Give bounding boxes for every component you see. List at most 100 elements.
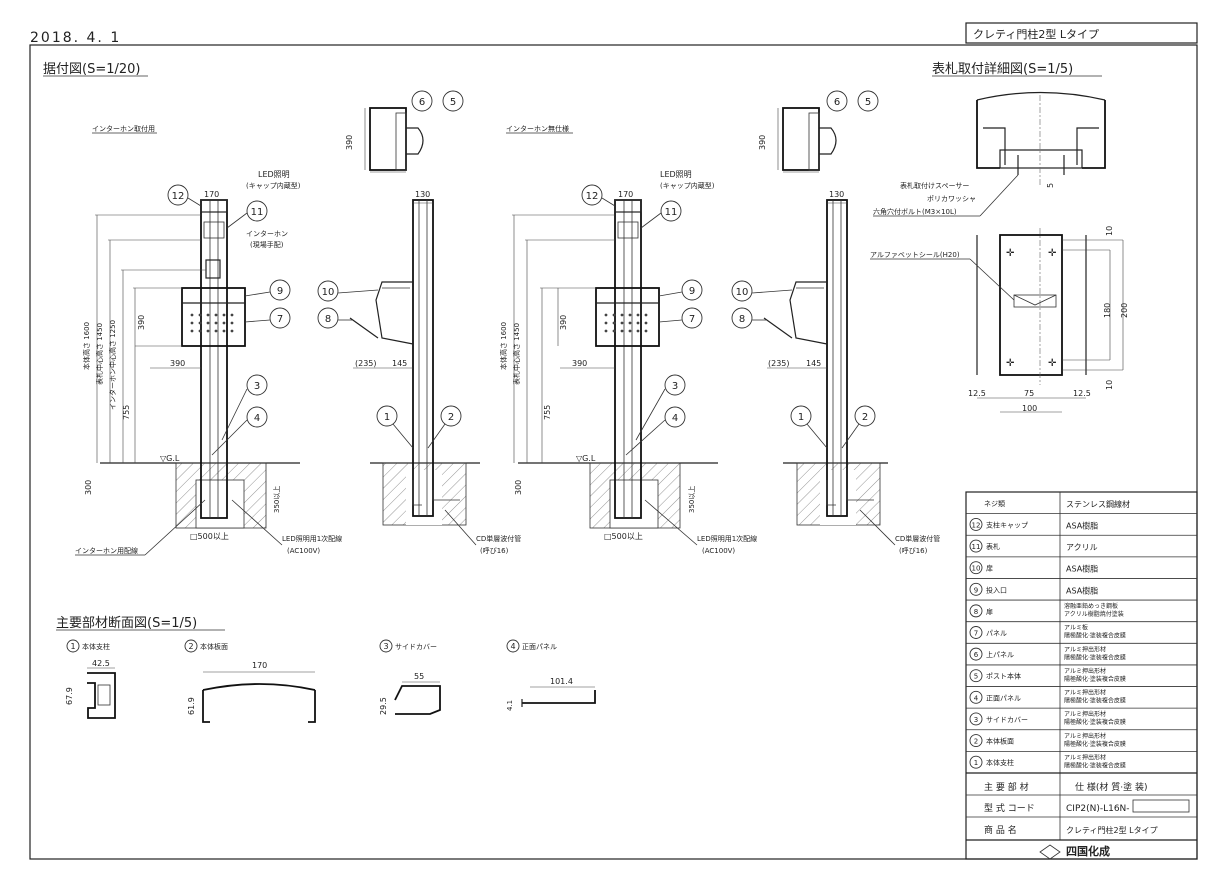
callout-2-right: 2 xyxy=(862,412,868,423)
washer-label: ポリカワッシャ xyxy=(927,195,976,203)
spec-row-part: 上パネル xyxy=(986,650,1014,659)
spec-row-spec: ステンレス鋼線材 xyxy=(1066,499,1130,509)
section-1-label: 本体支柱 xyxy=(82,642,110,651)
spec-row-num: 9 xyxy=(974,586,978,594)
svg-text:✛: ✛ xyxy=(1048,248,1057,259)
section-4-label: 正面パネル xyxy=(522,643,557,651)
left-subtitle: インターホン取付用 xyxy=(92,124,155,133)
dim-170-left: 170 xyxy=(204,190,219,199)
spec-row-spec: ASA樹脂 xyxy=(1066,520,1098,530)
spec-row-num-circle xyxy=(969,669,983,683)
spec-row-num: 4 xyxy=(974,694,979,702)
spec-row-spec: 溶融亜鉛めっき鋼板 xyxy=(1064,602,1118,610)
led-sub-left: (キャップ内蔵型) xyxy=(246,181,301,190)
intercom-label: インターホン xyxy=(246,229,288,238)
spec-row-num-circle xyxy=(969,561,983,575)
spec-row-part: 扉 xyxy=(986,607,993,616)
spec-row-part: 正面パネル xyxy=(986,694,1021,702)
spec-row-part: 投入口 xyxy=(986,585,1007,594)
dim-755-right: 755 xyxy=(543,405,552,420)
callout-8-right: 8 xyxy=(739,314,745,325)
dim-390b-left: 390 xyxy=(137,315,146,330)
dim-145-right: 145 xyxy=(806,359,821,368)
spec-row-num: 12 xyxy=(972,521,981,529)
spec-row-spec: アルミ押出形材 xyxy=(1064,645,1106,653)
spec-table xyxy=(965,491,1198,860)
callout-1-right: 1 xyxy=(798,412,804,423)
svg-text:✛: ✛ xyxy=(1006,358,1015,369)
maker-name: 四国化成 xyxy=(1066,844,1110,858)
spec-row-spec: 陽極酸化·塗装複合皮膜 xyxy=(1064,675,1126,683)
right-front-view xyxy=(512,199,718,529)
dim-350-right: 350以上 xyxy=(687,486,696,513)
dim-1250-left: インターホン中心高さ 1250 xyxy=(108,320,117,410)
sign-detail-top xyxy=(976,91,1106,185)
callout-5-left: 5 xyxy=(450,97,456,108)
dim-10-top: 10 xyxy=(1105,226,1114,236)
intercom-wire-label: インターホン用配線 xyxy=(75,546,138,555)
ac-left: (AC100V) xyxy=(287,547,320,555)
svg-text:✛: ✛ xyxy=(1048,358,1057,369)
date-text: 2018. 4. 1 xyxy=(30,30,121,46)
left-front-view xyxy=(95,199,300,529)
dim-1600-right: 本体高さ 1600 xyxy=(499,322,508,370)
s-dim-170: 170 xyxy=(252,661,267,670)
callout-12-left: 12 xyxy=(172,191,185,202)
spec-row-num: 7 xyxy=(974,630,978,638)
dim-390-left: 390 xyxy=(170,359,185,368)
spec-row-spec: ASA樹脂 xyxy=(1066,585,1098,595)
section-2-num: 2 xyxy=(188,642,193,651)
section-drawings xyxy=(66,639,596,723)
left-side-view xyxy=(349,107,480,526)
dim-350-left: 350以上 xyxy=(272,486,281,513)
s-dim-55: 55 xyxy=(414,672,424,681)
spec-row-num: 5 xyxy=(974,673,978,681)
callout-3-left: 3 xyxy=(254,381,260,392)
cd-pipe-left: CD単層波付管 xyxy=(476,534,521,543)
spec-row-spec: アクリル xyxy=(1066,543,1098,552)
cd-pipe-sub-right: (呼び16) xyxy=(899,546,928,555)
section-title: 主要部材断面図(S=1/5) xyxy=(56,616,197,631)
spec-row-part: ポスト本体 xyxy=(986,672,1021,681)
spec-row-part: 本体板面 xyxy=(986,737,1014,746)
dim-390b-right: 390 xyxy=(559,315,568,330)
callout-2-left: 2 xyxy=(448,412,454,423)
s-dim-67-9: 67.9 xyxy=(65,687,74,705)
ac-right: (AC100V) xyxy=(702,547,735,555)
led-wire-right: LED照明用1次配線 xyxy=(697,534,757,543)
section-4-num: 4 xyxy=(510,642,515,651)
spec-row-num: 3 xyxy=(974,716,978,724)
dim-100: 100 xyxy=(1022,404,1037,413)
dim-1600-left: 本体高さ 1600 xyxy=(82,322,91,370)
led-label-right: LED照明 xyxy=(660,170,692,179)
table-header-spec: 仕 様(材 質·塗 装) xyxy=(1075,781,1147,793)
spec-row-part: サイドカバー xyxy=(986,716,1028,724)
dim-12-5-right: 12.5 xyxy=(1073,389,1091,398)
callout-5-right: 5 xyxy=(865,97,871,108)
led-label-left: LED照明 xyxy=(258,170,290,179)
spec-row-part: ネジ類 xyxy=(984,499,1005,508)
spec-row-num-circle xyxy=(969,539,983,553)
spec-row-part: 表札 xyxy=(986,542,1000,551)
spec-row-num: 10 xyxy=(972,565,981,573)
install-title: 据付図(S=1/20) xyxy=(43,62,140,77)
intercom-sub: (現場手配) xyxy=(250,240,284,249)
spec-row-num-circle xyxy=(969,712,983,726)
sign-detail-front: ✛ ✛ ✛ ✛ xyxy=(976,228,1124,413)
spec-row-num: 6 xyxy=(974,651,979,659)
spacer-label: 表札取付けスペーサー xyxy=(900,181,969,190)
dim-300-left: 300 xyxy=(84,480,93,495)
dim-170-right: 170 xyxy=(618,190,633,199)
spec-row-part: 支柱キャップ xyxy=(986,520,1028,529)
product-value: クレティ門柱2型 Lタイプ xyxy=(1066,825,1158,835)
spec-row-num: 8 xyxy=(974,608,978,616)
callout-11-left: 11 xyxy=(251,207,264,218)
sign-detail-title: 表札取付詳細図(S=1/5) xyxy=(932,61,1073,77)
callout-12-right: 12 xyxy=(586,191,599,202)
spec-row-num: 2 xyxy=(974,738,978,746)
callout-7-right: 7 xyxy=(689,314,695,325)
callout-10-left: 10 xyxy=(322,287,335,298)
s-dim-29-5: 29.5 xyxy=(379,697,388,715)
title-box-text: クレティ門柱2型 Lタイプ xyxy=(973,27,1099,41)
